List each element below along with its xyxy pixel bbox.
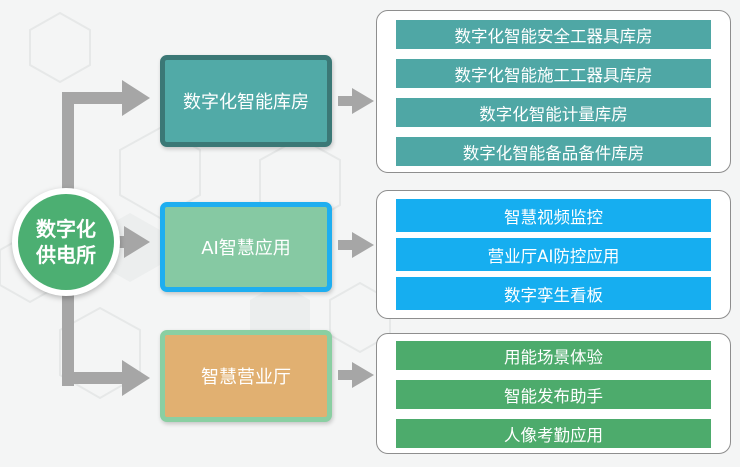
arrow-to-hall <box>122 360 150 396</box>
arrow-to-panel-3 <box>352 362 374 388</box>
category-smart-business-hall: 智慧营业厅 <box>160 330 332 422</box>
arrow-to-panel-2 <box>352 232 374 258</box>
category-label: AI智慧应用 <box>201 238 291 259</box>
arrow-shaft-2 <box>338 240 354 250</box>
list-item: 数字化智能备品备件库房 <box>396 137 711 166</box>
category-label: 智慧营业厅 <box>201 367 291 388</box>
arrow-to-warehouse <box>122 80 150 116</box>
list-item: 数字化智能施工工器具库房 <box>396 59 711 88</box>
arrow-to-panel-1 <box>352 88 374 114</box>
arrow-shaft-3 <box>338 370 354 380</box>
root-node: 数字化 供电所 <box>12 188 120 296</box>
category-smart-warehouse: 数字化智能库房 <box>160 55 332 147</box>
root-label-line1: 数字化 <box>36 217 96 241</box>
arrow-to-ai <box>124 226 150 258</box>
category-ai-applications: AI智慧应用 <box>160 202 332 292</box>
list-item: 智慧视频监控 <box>396 199 711 232</box>
branch-middle <box>118 236 126 248</box>
category-label: 数字化智能库房 <box>183 92 309 113</box>
list-item: 人像考勤应用 <box>396 419 711 448</box>
list-item: 数字化智能安全工器具库房 <box>396 20 711 49</box>
list-item: 智能发布助手 <box>396 380 711 409</box>
list-item: 数字孪生看板 <box>396 277 711 310</box>
arrow-shaft-1 <box>338 96 354 106</box>
list-item: 数字化智能计量库房 <box>396 98 711 127</box>
branch-top <box>62 92 124 104</box>
list-item: 用能场景体验 <box>396 341 711 370</box>
list-item: 营业厅AI防控应用 <box>396 238 711 271</box>
root-circle: 数字化 供电所 <box>18 194 114 290</box>
root-label-line2: 供电所 <box>36 243 96 267</box>
branch-bottom <box>62 372 124 384</box>
